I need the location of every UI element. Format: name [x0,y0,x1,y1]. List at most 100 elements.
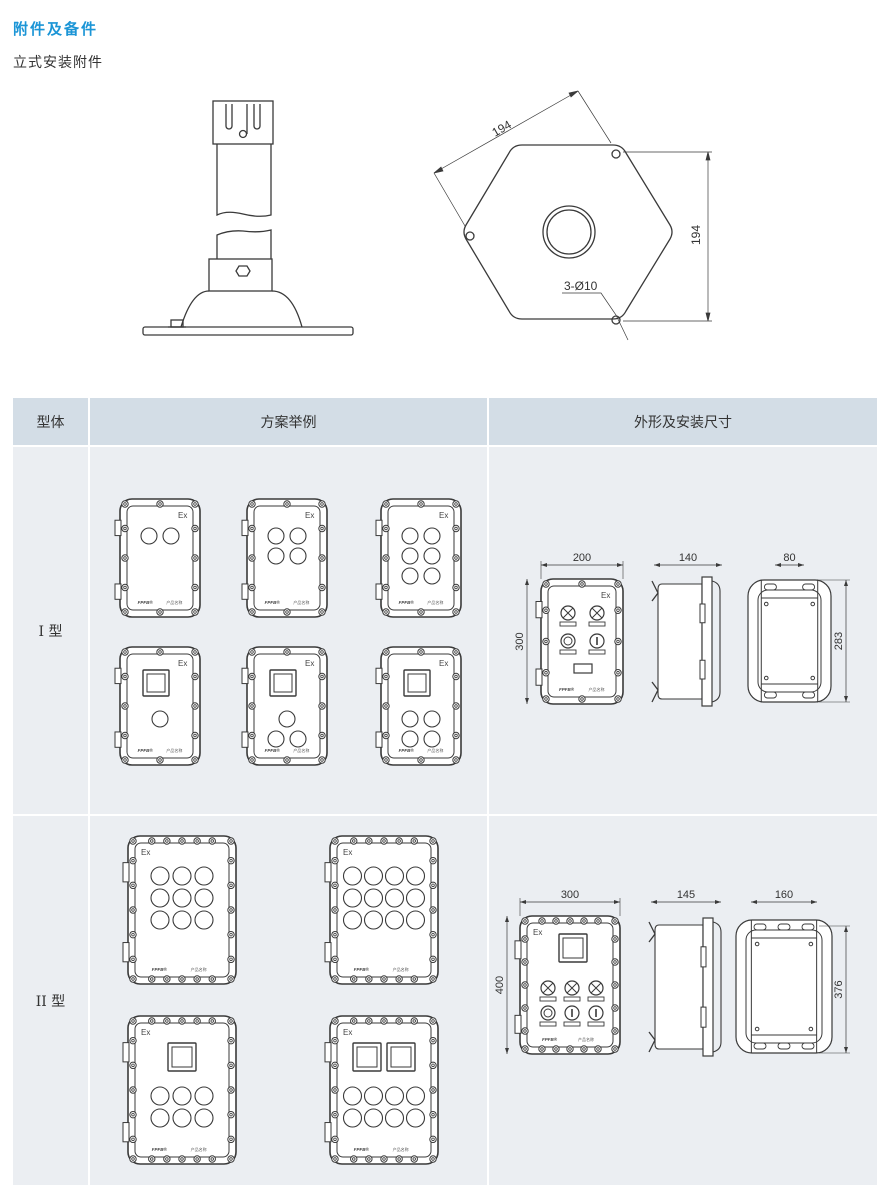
hinge [514,940,522,960]
bolt [417,756,425,764]
button-hole [150,888,170,908]
hinge [514,1014,522,1034]
button-hole [405,888,426,908]
bolt [542,695,550,703]
dim-line-side [433,90,579,174]
dim-label: 300 [561,889,579,901]
bolt [148,837,156,845]
bolt [542,669,550,677]
bolt [129,955,137,964]
bolt [382,583,390,592]
bolt [227,1110,235,1119]
center-hole-outer [542,205,596,259]
button-hole [194,910,214,930]
examples-type-1: ExFPFB®产品名称ExFPFB®产品名称ExFPFB®产品名称ExFPFB®… [114,498,462,766]
brand-logo: FPFB® [265,747,281,753]
bolt [331,837,339,845]
mount-top-collar [212,100,274,145]
bolt [521,1004,529,1012]
bolt [542,580,550,588]
hole-note: 3-Ø10 [564,279,598,293]
bolt [611,917,619,925]
product-label: 产品名称 [293,747,309,753]
bolt [178,1017,186,1025]
bolt [121,756,129,764]
side-flange [701,576,713,707]
bolt [283,500,291,508]
bolt [178,837,186,845]
bolt [178,975,186,983]
ex-mark: Ex [439,659,448,668]
ex-mark: Ex [305,511,314,520]
mount-pipe [216,144,272,282]
enclosure-cover [253,505,321,611]
mount-slot [801,923,815,931]
label-plate [563,1021,581,1027]
bolt [382,672,390,681]
bolt [248,731,256,740]
bolt [365,837,373,845]
bolt [552,917,560,925]
bolt [331,1110,339,1119]
button-hole [342,910,363,930]
bolt [521,917,529,925]
button-hole [405,910,426,930]
ex-mark: Ex [439,511,448,520]
button-hole [342,1108,363,1128]
brand-logo: FPFB® [354,966,370,972]
bolt [331,955,339,964]
bolt [208,837,216,845]
mount-hole [465,231,475,241]
button-hole [401,547,419,565]
bolt [318,583,326,592]
bolt [429,955,437,964]
mount-hole [808,941,814,947]
dim-label: 283 [833,632,845,650]
push-button [540,1005,556,1021]
bolt [382,500,390,508]
bolt [429,856,437,865]
bolt [382,756,390,764]
brand-logo: FPFB® [152,966,168,972]
bolt [129,906,137,914]
bolt [318,672,326,681]
hinge [114,667,122,685]
button-hole [342,888,363,908]
row-label-type-2: II 型 [13,816,88,1185]
label-plate [588,649,606,655]
bolt [156,648,164,656]
bolt [129,1017,137,1025]
ex-mark: Ex [601,591,610,600]
mount-hole [611,315,621,325]
mount-slot [777,923,791,931]
bolt [248,608,256,616]
bolt [248,648,256,656]
button-hole [363,1108,384,1128]
bolt [129,975,137,983]
button-hole [289,730,307,748]
push-button [560,633,576,649]
bolt [248,672,256,681]
bolt [318,702,326,710]
label-plate [539,996,557,1002]
mount-slot [801,1042,815,1050]
mount-hole [808,1026,814,1032]
bolt [129,1110,137,1119]
bolt [521,981,529,989]
label-plate [559,621,577,627]
bolt [283,608,291,616]
product-label: 产品名称 [166,747,182,753]
hinge [535,668,543,686]
section-subtitle: 立式安装附件 [13,55,103,71]
button-hole [401,710,419,728]
ex-mark: Ex [178,511,187,520]
bolt [611,1027,619,1035]
mount-rail [750,919,818,1054]
bolt [129,1036,137,1045]
bolt [395,1155,403,1163]
bolt [121,608,129,616]
